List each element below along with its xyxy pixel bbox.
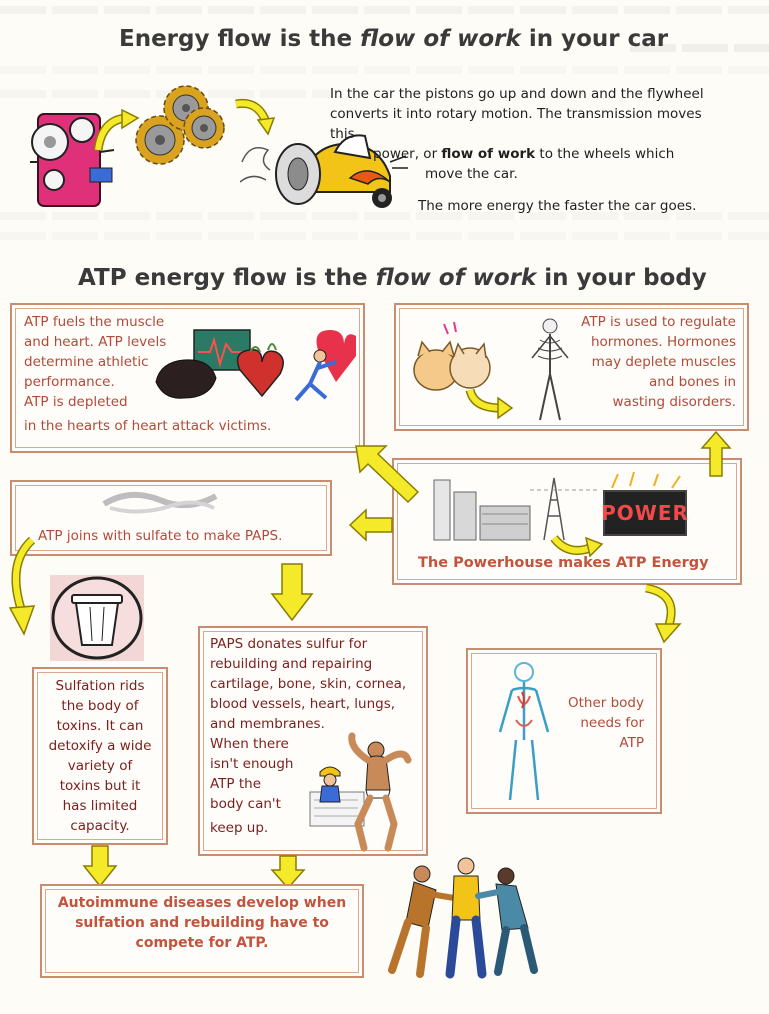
rebuild-line-1: PAPS donates sulfur for: [210, 636, 368, 652]
car-line-3-b: to the wheels which: [535, 146, 675, 162]
autoimmune-line-3-end: .: [263, 935, 269, 951]
car-line-4: move the car.: [425, 166, 518, 182]
hormones-text: ATP is used to regulate hormones. Hormon…: [560, 312, 736, 412]
other-line-2: needs for: [580, 715, 644, 731]
arrow-to-muscle-box: [355, 445, 420, 504]
sulfation-line-3: toxins. It can: [56, 718, 144, 734]
gears-illustration: [135, 85, 225, 165]
autoimmune-box: [40, 884, 364, 978]
other-line-3: ATP: [619, 735, 644, 751]
powerhouse-label: The Powerhouse makes ATP Energy: [418, 555, 709, 571]
bleed-through-line: [0, 212, 769, 220]
rebuild-text: PAPS donates sulfur for rebuilding and r…: [210, 634, 406, 838]
power-sign: POWER: [601, 490, 689, 536]
hormones-line-3: may deplete muscles: [591, 354, 736, 370]
sulfation-line-7: has limited: [62, 798, 138, 814]
autoimmune-line-1: Autoimmune diseases develop when: [57, 895, 347, 911]
hormones-line-2: hormones. Hormones: [590, 334, 736, 350]
fighting-men-illustration: [388, 857, 538, 979]
rebuild-line-8: ATP the: [210, 776, 262, 792]
body-title-suffix: in your body: [536, 265, 707, 291]
muscle-line-2: and heart. ATP levels: [24, 334, 167, 350]
arrow-rebuild-to-autoimmune: [270, 855, 306, 890]
rebuild-line-2: rebuilding and repairing: [210, 656, 373, 672]
sulfation-line-1: Sulfation rids: [55, 678, 145, 694]
sulfation-line-4: detoxify a wide: [48, 738, 152, 754]
curved-arrow-gears-to-car: [235, 98, 276, 136]
hormones-line-1: ATP is used to regulate: [581, 314, 736, 330]
muscle-line-6: in the hearts of heart attack victims.: [24, 418, 272, 434]
curved-arrow-to-power: [550, 535, 604, 558]
other-needs-box: [466, 648, 662, 814]
autoimmune-line-3: compete for ATP.: [44, 933, 360, 953]
rebuild-line-6: When there: [210, 736, 289, 752]
car-line-5: The more energy the faster the car goes.: [418, 198, 697, 214]
other-line-1: Other body: [567, 695, 644, 711]
bleed-through-line: [0, 66, 769, 74]
bleed-through-line: [0, 6, 769, 14]
muscle-line-3: determine athletic: [24, 354, 149, 370]
rebuild-line-9: body can't: [210, 796, 281, 812]
sulfation-line-6: toxins but it: [59, 778, 141, 794]
cartoon-car-illustration: [240, 134, 408, 208]
muscle-line-4: performance.: [24, 374, 115, 390]
car-section-title: Energy flow is the flow of work in your …: [119, 26, 668, 52]
power-sparks-icon: [611, 471, 681, 489]
trash-can-icon: [50, 575, 144, 661]
bleed-through-line: [630, 44, 769, 52]
arrow-to-paps-box: [348, 508, 393, 542]
car-line-3-bold: flow of work: [441, 146, 536, 162]
rebuild-line-3: cartilage, bone, skin, cornea,: [210, 676, 407, 692]
rebuild-line-5: and membranes.: [210, 716, 325, 732]
autoimmune-line-3-a: compete for: [135, 935, 237, 951]
muscle-heart-text: ATP fuels the muscle and heart. ATP leve…: [24, 312, 271, 436]
sulfation-text: Sulfation rids the body of toxins. It ca…: [36, 676, 164, 836]
arrow-sulfation-to-autoimmune: [82, 845, 118, 888]
curved-arrow-engine-to-gears: [93, 108, 140, 151]
hormones-line-4: and bones in: [648, 374, 736, 390]
bodybuilder-worker-illustration: [309, 732, 412, 852]
cats-skeleton-illustration: [413, 318, 569, 421]
car-title-suffix: in your car: [520, 26, 669, 52]
muscle-heart-illustration: [155, 329, 356, 402]
other-needs-text: Other body needs for ATP: [548, 693, 644, 753]
body-title-italic: flow of work: [375, 265, 537, 291]
sulfation-line-8: capacity.: [70, 818, 130, 834]
bleed-through-line: [0, 90, 330, 98]
curved-arrow-to-other-needs: [644, 583, 682, 644]
muscle-line-1: ATP fuels the muscle: [24, 314, 165, 330]
car-description: In the car the pistons go up and down an…: [330, 84, 730, 216]
bleed-through-line: [0, 232, 769, 240]
body-title-prefix: ATP energy flow is the: [78, 265, 376, 291]
autoimmune-text: Autoimmune diseases develop when sulfati…: [44, 893, 360, 953]
engine-illustration: [30, 113, 115, 207]
sulfation-box: [32, 667, 168, 845]
car-line-1: In the car the pistons go up and down an…: [330, 86, 704, 102]
curved-arrow-to-trash: [8, 536, 36, 636]
sulfate-molecule-illustration: [102, 491, 218, 514]
autoimmune-line-2: sulfation and rebuilding have to: [75, 915, 329, 931]
rebuild-line-7: isn't enough: [210, 756, 294, 772]
sulfation-line-5: variety of: [67, 758, 133, 774]
car-line-3-a: power, or: [373, 146, 442, 162]
arrow-to-hormones-box: [700, 430, 732, 477]
muscle-line-5: ATP is depleted: [24, 394, 128, 410]
power-sign-text: POWER: [601, 501, 689, 525]
body-section-title: ATP energy flow is the flow of work in y…: [78, 265, 707, 291]
rebuild-line-10: keep up.: [210, 820, 269, 836]
car-line-3: power, or flow of work to the wheels whi…: [330, 144, 730, 164]
autoimmune-line-3-atp: ATP: [236, 935, 264, 951]
paps-text: ATP joins with sulfate to make PAPS.: [38, 528, 283, 544]
hormones-line-5: wasting disorders.: [612, 394, 736, 410]
car-title-prefix: Energy flow is the: [119, 26, 361, 52]
power-plant-illustration: [433, 477, 598, 541]
car-title-italic: flow of work: [360, 26, 521, 52]
arrow-to-rebuild-box: [270, 563, 314, 622]
paps-box: [10, 480, 332, 556]
sulfation-line-2: the body of: [61, 698, 139, 714]
car-line-2: converts it into rotary motion. The tran…: [330, 106, 702, 142]
rebuild-line-4: blood vessels, heart, lungs,: [210, 696, 396, 712]
circulatory-system-illustration: [498, 662, 550, 801]
